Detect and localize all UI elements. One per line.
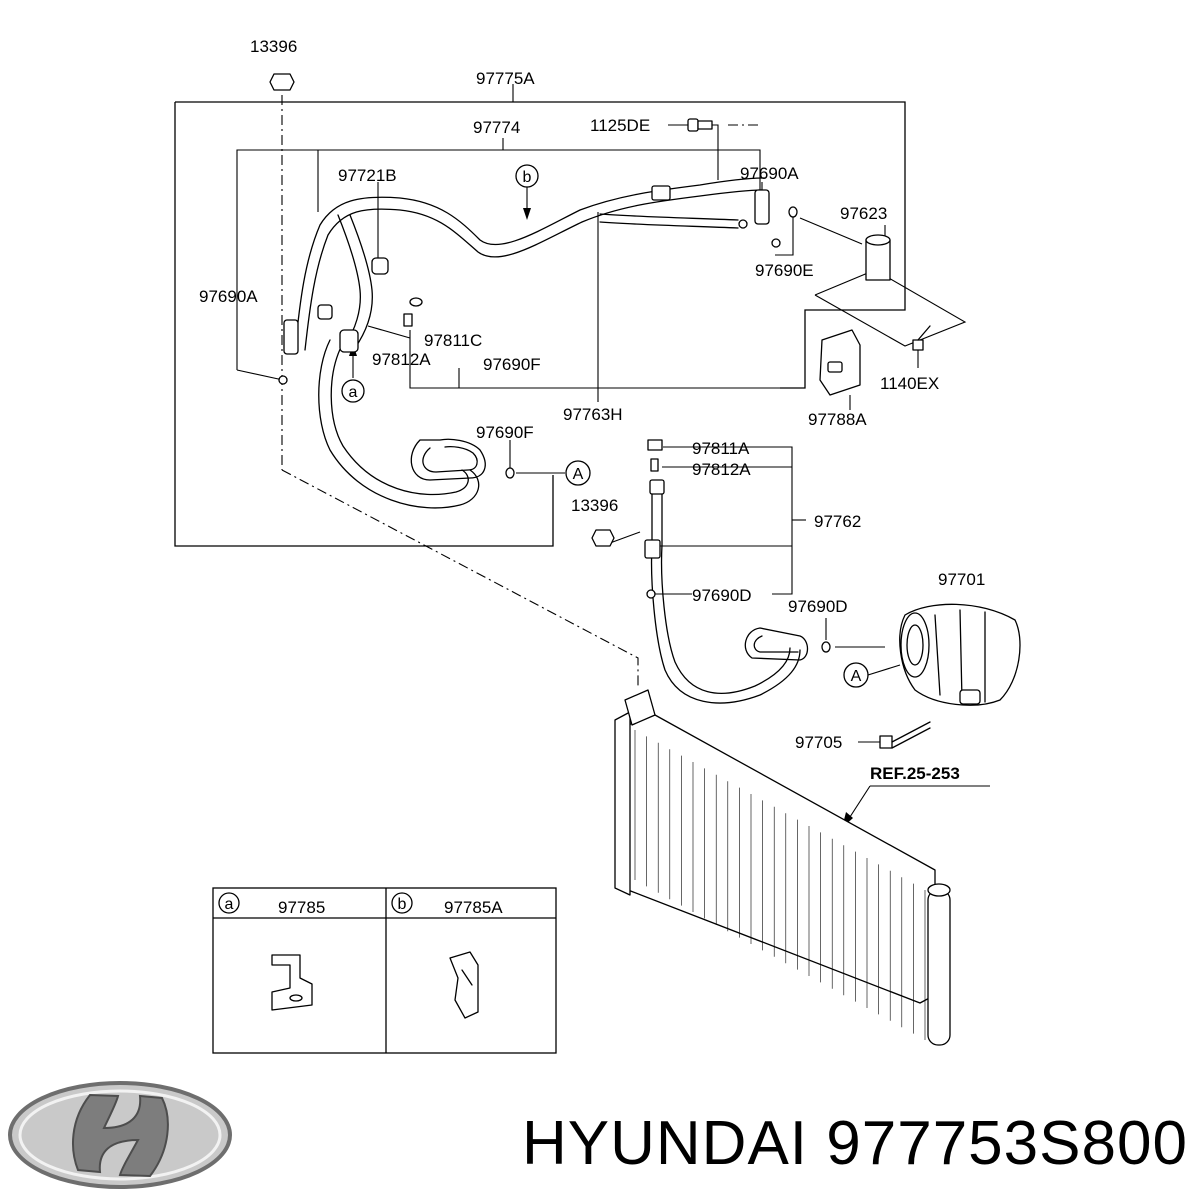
callout-b: b (523, 169, 532, 186)
callout-a: a (349, 384, 358, 401)
label-97690a-right: 97690A (740, 164, 799, 183)
compressor (899, 603, 1021, 706)
label-97690a-left: 97690A (199, 287, 258, 306)
label-97788a: 97788A (808, 410, 867, 429)
assembly-frame (174, 84, 906, 547)
label-97690f: 97690F (483, 355, 541, 374)
clamp-a-icon (271, 954, 313, 1011)
label-97721b: 97721B (338, 166, 397, 185)
label-97811a: 97811A (692, 439, 750, 458)
condenser (614, 689, 951, 1046)
label-97812a-lower: 97812A (692, 460, 751, 479)
callout-A-compressor: A (851, 668, 862, 685)
legend-a-letter: a (225, 896, 234, 913)
label-1125de: 1125DE (590, 116, 650, 135)
hyundai-logo (8, 1081, 232, 1189)
hose-assembly (283, 177, 809, 704)
label-97690d-left: 97690D (692, 586, 752, 605)
small-parts (269, 73, 931, 749)
label-97774: 97774 (473, 118, 520, 137)
center-lines (281, 95, 760, 688)
label-97775a: 97775A (476, 69, 535, 88)
label-97811c: 97811C (424, 331, 482, 350)
label-1140ex: 1140EX (880, 374, 939, 393)
callout-A-upper: A (573, 466, 584, 483)
label-97701: 97701 (938, 570, 985, 589)
legend-table: a 97785 b 97785A (212, 887, 557, 1054)
callouts: b a A A (341, 164, 869, 688)
legend-a-part: 97785 (278, 898, 325, 917)
label-97690d-right: 97690D (788, 597, 848, 616)
label-97623: 97623 (840, 204, 887, 223)
label-13396-mid: 13396 (571, 496, 618, 515)
label-97690e: 97690E (755, 261, 814, 280)
clip-b-icon (449, 951, 479, 1019)
label-97690f-lower: 97690F (476, 423, 534, 442)
part-labels: 13396 97775A 97774 1125DE 97721B 97690A … (199, 37, 985, 783)
legend-b-letter: b (398, 896, 407, 913)
legend-b-part: 97785A (444, 898, 503, 917)
leader-lines (236, 124, 990, 828)
label-13396-top: 13396 (250, 37, 297, 56)
brand-part-number: HYUNDAI 977753S800 (522, 1109, 1188, 1178)
label-97812a: 97812A (372, 350, 431, 369)
label-97705: 97705 (795, 733, 842, 752)
label-97763h: 97763H (563, 405, 623, 424)
label-ref-25-253: REF.25-253 (870, 764, 960, 783)
label-97762: 97762 (814, 512, 861, 531)
